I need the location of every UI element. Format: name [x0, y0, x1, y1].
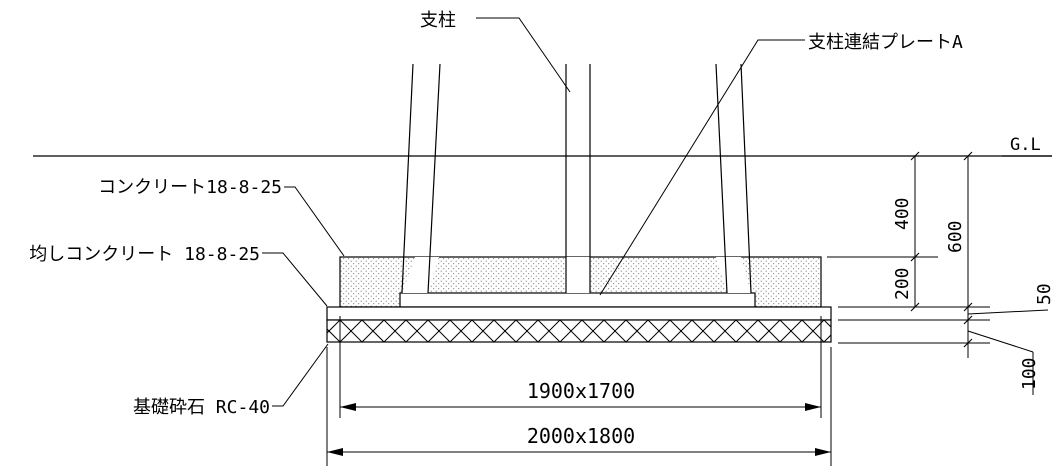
- concrete-label: コンクリート18-8-25: [98, 177, 282, 198]
- dim-outer-size: 2000x1800: [527, 424, 635, 448]
- gl-label: G.L: [1010, 135, 1041, 155]
- right-pillar: [715, 63, 752, 294]
- leveling-concrete-label: 均しコンクリート 18-8-25: [29, 244, 260, 265]
- label-leaders: [262, 17, 805, 407]
- plate-label: 支柱連結プレートA: [808, 32, 963, 53]
- left-pillar: [401, 63, 441, 294]
- dim-200: 200: [892, 267, 913, 300]
- dim-inner-size: 1900x1700: [527, 379, 635, 403]
- dim-50: 50: [1034, 283, 1055, 305]
- dim-600: 600: [945, 220, 966, 253]
- crushed-stone-hatch: [327, 320, 831, 342]
- dimension-ticks: [910, 151, 973, 348]
- leveling-concrete-layer: [326, 306, 832, 321]
- crushed-stone-layer: [326, 319, 832, 343]
- small-dimension-leaders: [967, 309, 1049, 395]
- center-pillar-fill: [566, 257, 590, 293]
- dim-400: 400: [892, 197, 913, 230]
- pillar-label: 支柱: [420, 10, 456, 31]
- extension-lines: [827, 256, 990, 344]
- vertical-dimension-lines: [914, 156, 969, 358]
- dim-100: 100: [1019, 357, 1040, 390]
- connecting-plate-a: [399, 292, 756, 308]
- right-pillar-fill: [716, 257, 751, 293]
- center-pillar: [565, 64, 591, 293]
- bottom-dimensions: [326, 316, 832, 466]
- crushed-stone-label: 基礎砕石 RC-40: [133, 397, 270, 418]
